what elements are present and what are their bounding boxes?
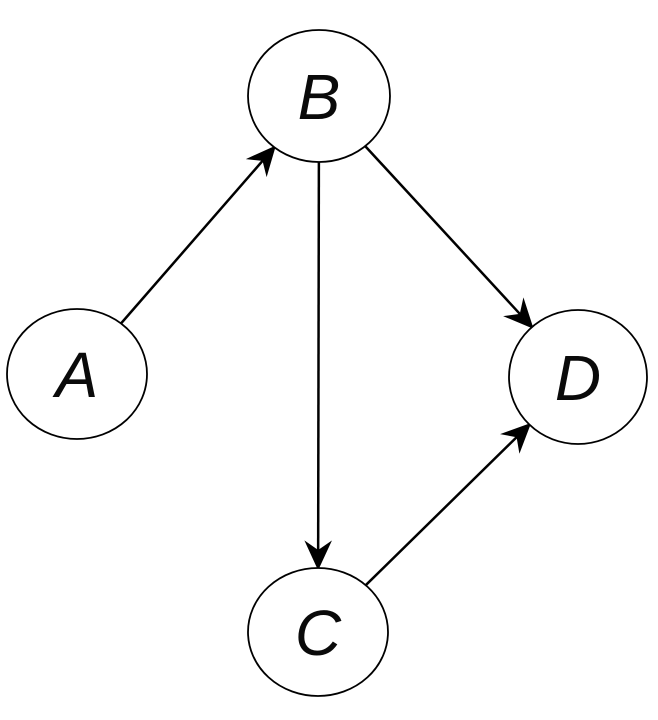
node-C-circle bbox=[247, 567, 389, 697]
node-C-label: C bbox=[295, 597, 342, 669]
edges-layer bbox=[120, 145, 534, 587]
nodes-layer: A B C D bbox=[6, 29, 648, 697]
node-B-label: B bbox=[298, 61, 341, 133]
node-C: C bbox=[247, 567, 389, 697]
node-B-circle bbox=[247, 29, 391, 163]
node-A: A bbox=[6, 308, 148, 440]
node-D-circle bbox=[508, 309, 648, 445]
edge-C-D bbox=[364, 422, 532, 587]
node-D-label: D bbox=[555, 342, 601, 414]
node-A-label: A bbox=[52, 339, 99, 411]
edge-A-B bbox=[120, 145, 276, 325]
edge-B-C bbox=[304, 161, 332, 571]
node-A-circle bbox=[6, 308, 148, 440]
node-D: D bbox=[508, 309, 648, 445]
edge-B-D bbox=[364, 145, 534, 329]
node-B: B bbox=[247, 29, 391, 163]
